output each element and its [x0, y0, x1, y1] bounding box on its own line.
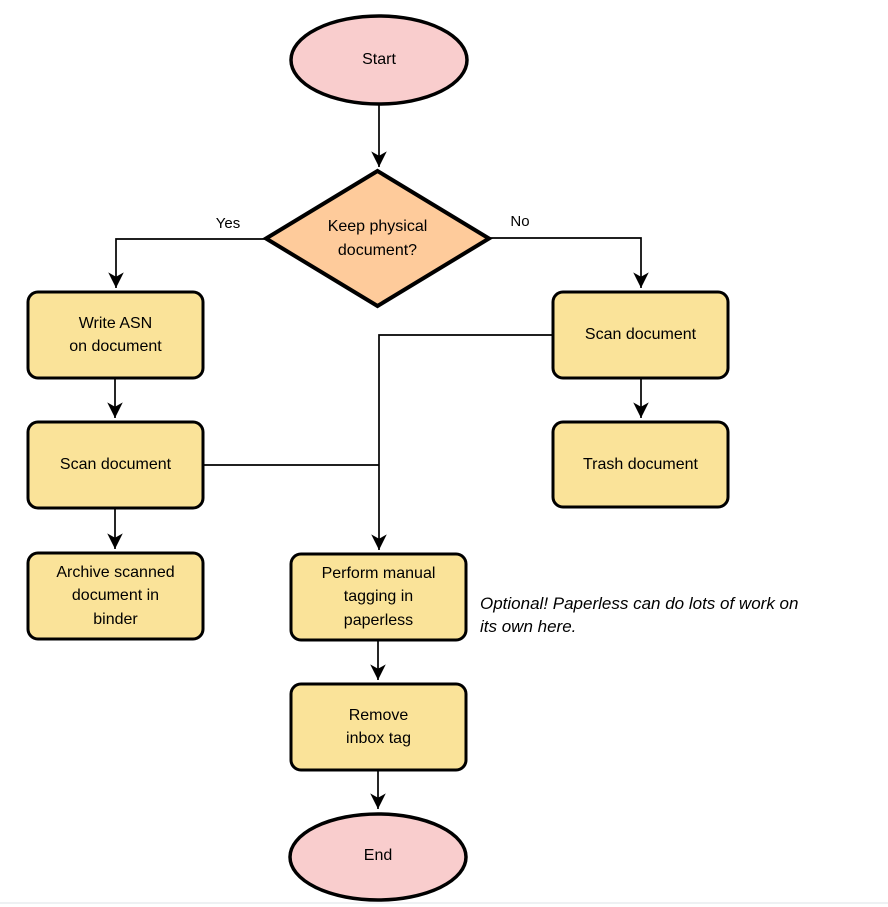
- edge-scan-right-to-tagging: [371, 334, 553, 550]
- tagging-node: [289, 552, 468, 642]
- edge-decision-yes-to-write-asn: [108, 238, 267, 288]
- end-node: [288, 812, 468, 902]
- archive-node: [26, 551, 205, 641]
- decision-node: [262, 168, 493, 309]
- write-asn-node: [26, 290, 205, 380]
- scan-right-node: [551, 290, 730, 380]
- trash-node: [551, 420, 730, 509]
- annotation-text: Optional! Paperless can do lots of work …: [480, 594, 799, 637]
- start-node: [289, 14, 469, 106]
- bottom-divider: [0, 902, 888, 904]
- remove-inbox-node: [289, 682, 468, 772]
- edge-decision-no-to-scan-right: [489, 237, 649, 288]
- scan-left-node: [26, 420, 205, 510]
